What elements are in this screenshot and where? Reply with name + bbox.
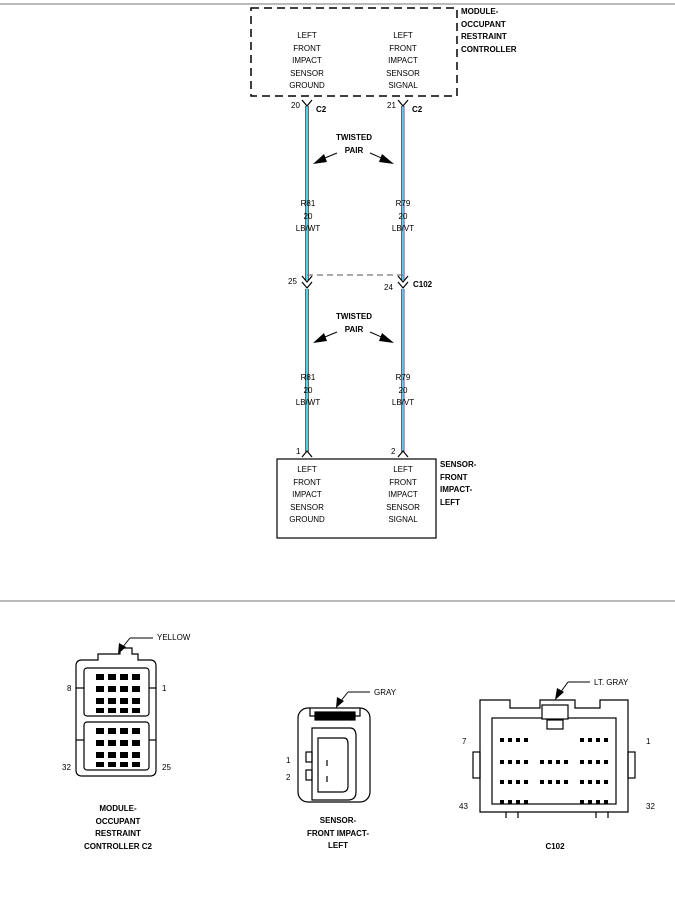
orc-pin-21-number: 21 xyxy=(387,101,396,110)
c102-pin-25-number: 25 xyxy=(288,277,297,286)
orc-c2-cavities xyxy=(96,674,140,767)
c102-color-pointer xyxy=(555,681,590,700)
pin-20-chevron xyxy=(301,99,313,107)
c102-cavities xyxy=(500,738,608,804)
c102-connector-name: C102 xyxy=(413,280,433,289)
c102-connector-caption: C102 xyxy=(545,842,565,851)
c102-pin-1-label: 1 xyxy=(646,737,651,746)
orc-pin-20-number: 20 xyxy=(291,101,300,110)
sensor-connector-caption: SENSOR-FRONT IMPACT-LEFT xyxy=(306,816,370,850)
orc-c2-connector-face xyxy=(75,647,157,777)
sensor-pin-2-number: 2 xyxy=(391,447,396,456)
orc-c2-color-pointer xyxy=(118,637,153,654)
orc-c2-pin-32-label: 32 xyxy=(62,763,71,772)
c102-pin-7-label: 7 xyxy=(462,737,467,746)
twisted-pair-arrows-lower xyxy=(313,331,394,343)
wire-r79-upper xyxy=(401,106,405,280)
orc-c2-pin-8-label: 8 xyxy=(67,684,72,693)
sensor-connector-face xyxy=(297,707,371,803)
c102-pin-24-number: 24 xyxy=(384,283,393,292)
sensor-connector-pin-1-label: 1 xyxy=(286,756,291,765)
orc-c2-color-label: YELLOW xyxy=(157,633,191,642)
c102-pin-32-label: 32 xyxy=(646,802,655,811)
twisted-pair-arrows-upper xyxy=(313,152,394,164)
sensor-pin-1-number: 1 xyxy=(296,447,301,456)
orc-pin-20-connector: C2 xyxy=(316,105,327,114)
orc-c2-pin-1-label: 1 xyxy=(162,684,167,693)
sensor-pin-1-chevron xyxy=(301,450,313,458)
orc-module-outline xyxy=(250,7,458,97)
c102-connector-face xyxy=(472,699,636,818)
c102-pin-43-label: 43 xyxy=(459,802,468,811)
orc-c2-pin-25-label: 25 xyxy=(162,763,171,772)
sensor-connector-color-label: GRAY xyxy=(374,688,397,697)
wire-r79-lower xyxy=(401,289,405,452)
sensor-outline xyxy=(276,458,437,539)
c102-pin-24-chevrons xyxy=(397,275,409,289)
pin-21-chevron xyxy=(397,99,409,107)
c102-connector-color-label: LT. GRAY xyxy=(594,678,629,687)
sensor-pin-2-chevron xyxy=(397,450,409,458)
orc-pin-21-connector: C2 xyxy=(412,105,423,114)
c102-pin-25-chevrons xyxy=(301,275,313,289)
sensor-connector-pin-2-label: 2 xyxy=(286,773,291,782)
sensor-color-pointer xyxy=(336,691,370,708)
